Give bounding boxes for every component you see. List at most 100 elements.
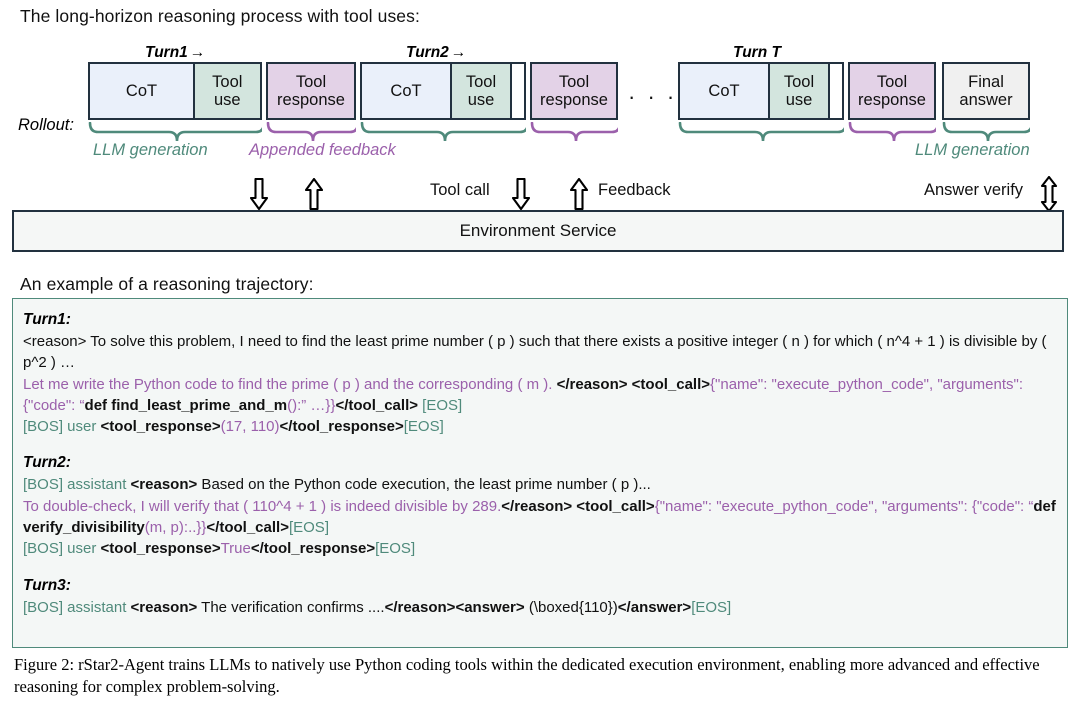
rollout-label: Rollout: [18, 116, 74, 134]
label-llm-generation-1: LLM generation [93, 141, 208, 159]
cell-pad-turn2 [510, 64, 523, 118]
diagram-ellipsis: · · · [628, 84, 678, 109]
figure-caption: Figure 2: rStar2-Agent trains LLMs to na… [14, 655, 1040, 696]
trajectory-line: <reason> To solve this problem, I need t… [23, 331, 1057, 374]
page-title-top: The long-horizon reasoning process with … [20, 6, 420, 26]
turnT-generation-group: CoT Tool use [678, 62, 844, 120]
turn-label-1: Turn1→ [145, 44, 205, 62]
turn3-lines: [BOS] assistant <reason> The verificatio… [23, 597, 1057, 618]
trajectory-token: <reason> [130, 476, 198, 494]
final-answer-line-2: answer [959, 91, 1013, 109]
turn-label-2: Turn2→ [406, 44, 466, 62]
trajectory-token: </tool_call> [206, 519, 289, 537]
label-llm-generation-2: LLM generation [915, 141, 1030, 159]
page-title-example: An example of a reasoning trajectory: [20, 274, 314, 294]
cell-cot-turn2: CoT [362, 64, 450, 118]
trajectory-token: Based on the Python code execution, the … [197, 476, 651, 494]
tool-response-line-1: Tool [876, 72, 908, 91]
label-answer-verify: Answer verify [924, 181, 1024, 199]
environment-service-label: Environment Service [459, 221, 617, 240]
tool-response-line-2: response [277, 91, 345, 109]
cell-cot-turn1: CoT [90, 64, 193, 118]
trajectory-token: def find_least_prime_and_m [84, 396, 288, 414]
trajectory-token: (\boxed{110}) [524, 598, 618, 616]
label-tool-call: Tool call [430, 181, 490, 199]
trajectory-token: <reason> To solve this problem, I need t… [23, 333, 1047, 372]
trajectory-token: [BOS] user [23, 418, 101, 436]
trajectory-token: (m, p):..}} [144, 519, 207, 537]
cell-pad-turnT [828, 64, 841, 118]
tool-call-down-arrow-2-icon [511, 177, 531, 215]
turn1-tool-response-box: Tool response [266, 62, 356, 120]
tool-use-line-2: use [213, 91, 241, 109]
trajectory-line: [BOS] user <tool_response>(17, 110)</too… [23, 416, 1057, 437]
trajectory-token: To double-check, I will verify that ( 11… [23, 497, 502, 515]
tool-call-down-arrow-1-icon [249, 177, 269, 215]
cell-final-answer: Final answer [944, 64, 1028, 118]
trajectory-token: </answer> [617, 598, 692, 616]
tool-use-line-1: Tool [212, 72, 243, 91]
cell-tool-response-2: Tool response [532, 64, 616, 118]
trajectory-token: </reason><answer> [384, 598, 525, 616]
turn2-lines: [BOS] assistant <reason> Based on the Py… [23, 474, 1057, 559]
tool-response-line-1: Tool [558, 72, 590, 91]
turn2-tool-response-box: Tool response [530, 62, 618, 120]
turnT-tool-response-box: Tool response [848, 62, 936, 120]
turn2-heading: Turn2: [23, 454, 71, 472]
trajectory-line: [BOS] user <tool_response>True</tool_res… [23, 538, 1057, 559]
turn-label-t: Turn T [733, 44, 781, 62]
trajectory-token: </tool_response> [279, 418, 404, 436]
feedback-up-arrow-2-icon [569, 177, 589, 215]
brace-turn2-feedback [530, 122, 618, 142]
turn3-heading: Turn3: [23, 576, 71, 594]
cell-tool-use-turn2: Tool use [450, 64, 510, 118]
trajectory-token: <tool_response> [100, 418, 221, 436]
trajectory-token: ():” …}} [287, 396, 336, 414]
brace-turnT-feedback [848, 122, 936, 142]
trajectory-line: [BOS] assistant <reason> Based on the Py… [23, 474, 1057, 495]
brace-turnT-generation [678, 122, 844, 142]
spacer-2 [23, 560, 1057, 573]
brace-turn1-feedback [266, 122, 356, 142]
trajectory-token: </reason> <tool_call> [556, 375, 711, 393]
tool-use-line-1: Tool [783, 72, 815, 91]
cell-cot-turnT: CoT [680, 64, 768, 118]
tool-use-line-2: use [785, 91, 813, 109]
trajectory-token: True [220, 540, 251, 558]
trajectory-token: [EOS] [288, 519, 329, 537]
brace-final-generation [942, 122, 1030, 142]
trajectory-token: <reason> [130, 598, 198, 616]
cell-tool-response-T: Tool response [850, 64, 934, 118]
trajectory-token: {"name": "execute_python_code", "argumen… [23, 375, 1024, 414]
trajectory-token: (17, 110) [220, 418, 280, 436]
brace-turn2-generation [360, 122, 526, 142]
trajectory-line: To double-check, I will verify that ( 11… [23, 496, 1057, 539]
trajectory-token: </reason> <tool_call> [501, 497, 655, 515]
cell-tool-response-1: Tool response [268, 64, 354, 118]
turn-label-t-text: Turn T [733, 44, 781, 61]
trajectory-token: Let me write the Python code to find the… [23, 375, 557, 393]
tool-response-line-1: Tool [295, 72, 327, 91]
turn-label-2-text: Turn2 [406, 44, 449, 61]
brace-turn1-generation [88, 122, 262, 142]
trajectory-token: def verify_divisibility [23, 497, 1056, 537]
cell-tool-use-turn1: Tool use [193, 64, 260, 118]
final-answer-line-1: Final [968, 72, 1004, 91]
turn-arrow-2-icon: → [450, 44, 467, 61]
trajectory-token: The verification confirms .... [197, 598, 385, 616]
trajectory-token: [EOS] [375, 540, 416, 558]
tool-response-line-2: response [540, 91, 608, 109]
trajectory-token: [BOS] assistant [23, 476, 131, 494]
trajectory-token: [EOS] [403, 418, 444, 436]
turn-label-1-text: Turn1 [145, 44, 188, 61]
label-feedback: Feedback [598, 181, 671, 199]
trajectory-token: </tool_response> [250, 540, 376, 558]
turn1-lines: <reason> To solve this problem, I need t… [23, 331, 1057, 437]
tool-use-line-2: use [467, 91, 495, 109]
trajectory-token: [EOS] [691, 598, 732, 616]
final-answer-box: Final answer [942, 62, 1030, 120]
turn1-heading: Turn1: [23, 311, 71, 328]
trajectory-line: [BOS] assistant <reason> The verificatio… [23, 597, 1057, 618]
trajectory-token: </tool_call> [335, 396, 418, 414]
